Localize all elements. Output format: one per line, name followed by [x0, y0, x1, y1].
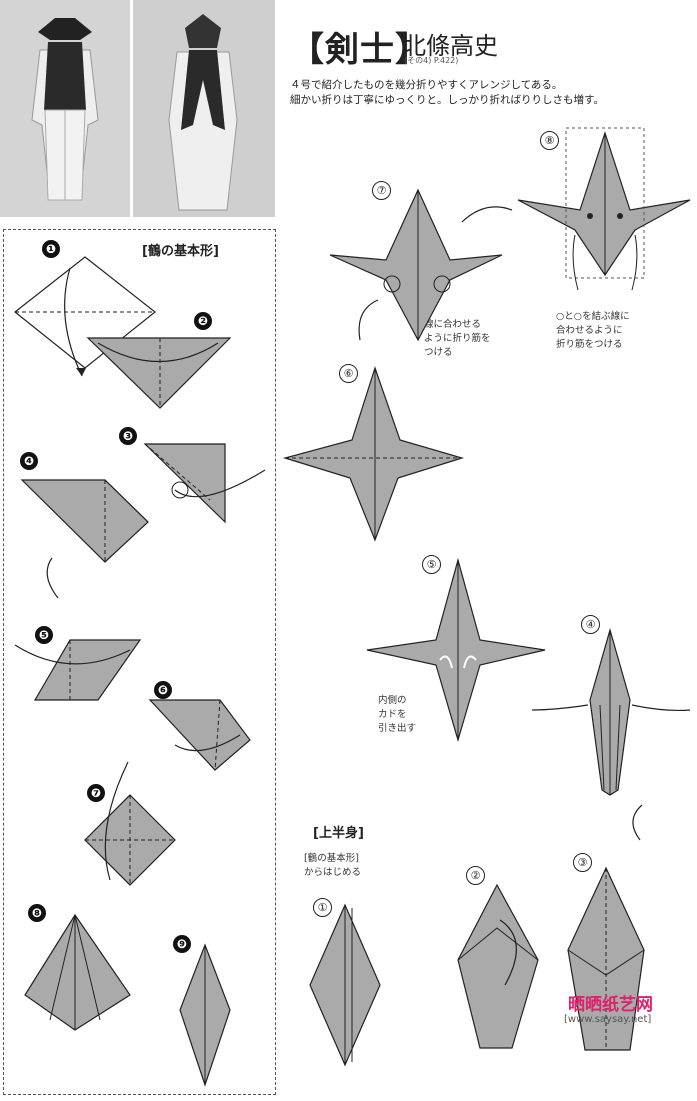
left-step-2-num: ❷ — [194, 312, 212, 330]
upper-body-title: [上半身] — [313, 826, 364, 841]
crane-base-panel — [3, 229, 276, 1095]
step8-note-line3: 折り筋をつける — [556, 339, 623, 350]
right-step-6-num: ⑥ — [339, 364, 358, 383]
step8-note-line2: 合わせるように — [556, 325, 623, 336]
right-step-7-diagram — [329, 188, 513, 342]
right-step-8-diagram — [517, 127, 691, 291]
step5-note-line2: カドを — [378, 709, 407, 720]
step5-note: 内側の カドを 引き出す — [378, 694, 416, 736]
page-title: 【剣士】 — [290, 30, 430, 70]
step7-note-line2: ように折り筋を — [424, 333, 491, 344]
left-step-1-diagram — [14, 256, 156, 377]
right-step-7-num: ⑦ — [372, 181, 391, 200]
left-step-6-num: ❻ — [154, 681, 172, 699]
intro-text: ４号で紹介したものを幾分折りやすくアレンジしてある。 細かい折りは丁寧にゆっくり… — [290, 78, 690, 108]
author-name: 北條高史 — [402, 32, 498, 60]
left-step-6-diagram — [148, 699, 251, 771]
left-step-5-diagram — [14, 639, 142, 701]
left-step-5-num: ❺ — [35, 626, 53, 644]
watermark-url: [www.saysay.net] — [564, 1014, 652, 1025]
photo-back — [133, 0, 275, 217]
left-step-8-diagram — [24, 913, 131, 1031]
right-step-1-diagram — [309, 903, 381, 1067]
left-step-3-diagram — [143, 443, 266, 524]
right-step-4-diagram — [531, 627, 691, 841]
step7-note: 線に合わせる ように折り筋を つける — [424, 318, 491, 360]
crane-base-title: [鶴の基本形] — [142, 244, 219, 259]
right-step-2-num: ② — [466, 866, 485, 885]
left-step-9-num: ❾ — [173, 935, 191, 953]
right-step-1-num: ① — [313, 898, 332, 917]
upper-body-note-line1: [鶴の基本形] — [304, 853, 359, 864]
left-step-3-num: ❸ — [119, 427, 137, 445]
left-step-7-diagram — [84, 761, 176, 886]
swordsman-front-figure — [0, 0, 130, 217]
left-step-4-num: ❹ — [20, 452, 38, 470]
right-step-5-num: ⑤ — [422, 555, 441, 574]
step7-note-line1: 線に合わせる — [424, 319, 482, 330]
upper-body-note: [鶴の基本形] からはじめる — [304, 852, 361, 880]
right-step-2-diagram — [457, 883, 539, 1049]
left-step-7-num: ❼ — [87, 784, 105, 802]
reference-note: (その4) P.422) — [404, 56, 459, 65]
watermark-logo: 晒晒纸艺网 — [568, 995, 653, 1015]
step5-note-line3: 引き出す — [378, 723, 417, 734]
left-step-1-num: ❶ — [42, 240, 60, 258]
intro-line-2: 細かい折りは丁寧にゆっくりと。しっかり折ればりりしさも増す。 — [290, 94, 604, 106]
right-step-4-num: ④ — [581, 615, 600, 634]
left-step-9-diagram — [179, 943, 231, 1087]
right-step-8-num: ⑧ — [540, 131, 559, 150]
upper-body-note-line2: からはじめる — [304, 867, 362, 878]
left-step-8-num: ❽ — [28, 904, 46, 922]
right-step-5-diagram — [366, 557, 546, 743]
right-step-6-diagram — [282, 366, 465, 542]
photo-front — [0, 0, 130, 217]
left-step-2-diagram — [86, 337, 232, 409]
step5-note-line1: 内側の — [378, 695, 407, 706]
step8-note: ○と○を結ぶ線に 合わせるように 折り筋をつける — [556, 310, 630, 352]
right-step-3-diagram — [567, 866, 645, 1051]
step7-note-line3: つける — [424, 347, 453, 358]
step8-note-line1: ○と○を結ぶ線に — [556, 311, 630, 322]
left-step-4-diagram — [20, 479, 149, 599]
intro-line-1: ４号で紹介したものを幾分折りやすくアレンジしてある。 — [290, 79, 563, 91]
swordsman-back-figure — [133, 0, 275, 217]
right-step-3-num: ③ — [573, 853, 592, 872]
